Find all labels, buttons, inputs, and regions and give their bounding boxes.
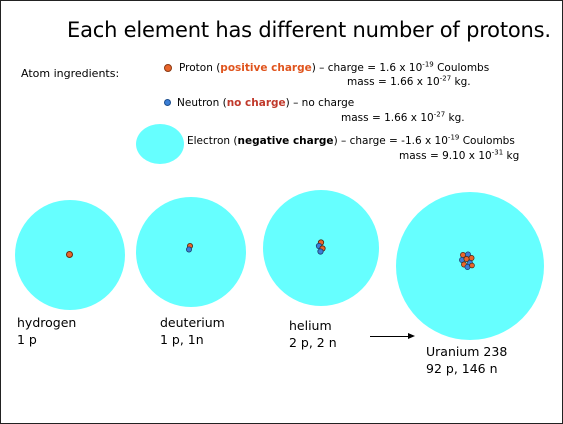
arrow-line <box>370 336 410 337</box>
neutron-icon <box>164 99 171 106</box>
atom-name: deuterium <box>160 315 225 330</box>
electron-mass-line: mass = 9.10 x 10-31 kg <box>399 148 520 162</box>
deuterium-label: deuterium 1 p, 1n <box>160 314 225 348</box>
helium-label: helium 2 p, 2 n <box>289 317 337 351</box>
atom-name: hydrogen <box>17 315 77 330</box>
atom-composition: 92 p, 146 n <box>426 361 498 376</box>
arrow-head-icon <box>408 333 415 339</box>
atom-composition: 1 p, 1n <box>160 332 204 347</box>
deuterium-nucleus <box>186 243 193 253</box>
helium-nucleus <box>315 239 326 255</box>
proton-charge-word: positive charge <box>220 62 312 74</box>
electron-charge-line: Electron (negative charge) – charge = -1… <box>187 133 515 147</box>
deuterium-electron-cloud <box>136 197 246 307</box>
atom-composition: 1 p <box>17 332 37 347</box>
proton-charge-line: Proton (positive charge) – charge = 1.6 … <box>179 60 490 74</box>
slide-title: Each element has different number of pro… <box>67 18 551 42</box>
electron-icon <box>136 124 184 164</box>
atom-composition: 2 p, 2 n <box>289 335 337 350</box>
uranium-label: Uranium 238 92 p, 146 n <box>426 343 507 377</box>
proton-mass-line: mass = 1.66 x 10-27 kg. <box>347 74 471 88</box>
atom-name: helium <box>289 318 332 333</box>
hydrogen-nucleus <box>66 251 73 258</box>
proton-icon <box>164 64 172 72</box>
neutron-mass-line: mass = 1.66 x 10-27 kg. <box>341 110 465 124</box>
hydrogen-label: hydrogen 1 p <box>17 314 76 348</box>
uranium-nucleus <box>459 251 475 270</box>
electron-charge-word: negative charge <box>237 135 334 147</box>
neutron-charge-word: no charge <box>226 97 286 109</box>
atom-name: Uranium 238 <box>426 344 508 359</box>
ingredients-label: Atom ingredients: <box>21 67 120 80</box>
neutron-charge-line: Neutron (no charge) – no charge <box>177 97 355 109</box>
